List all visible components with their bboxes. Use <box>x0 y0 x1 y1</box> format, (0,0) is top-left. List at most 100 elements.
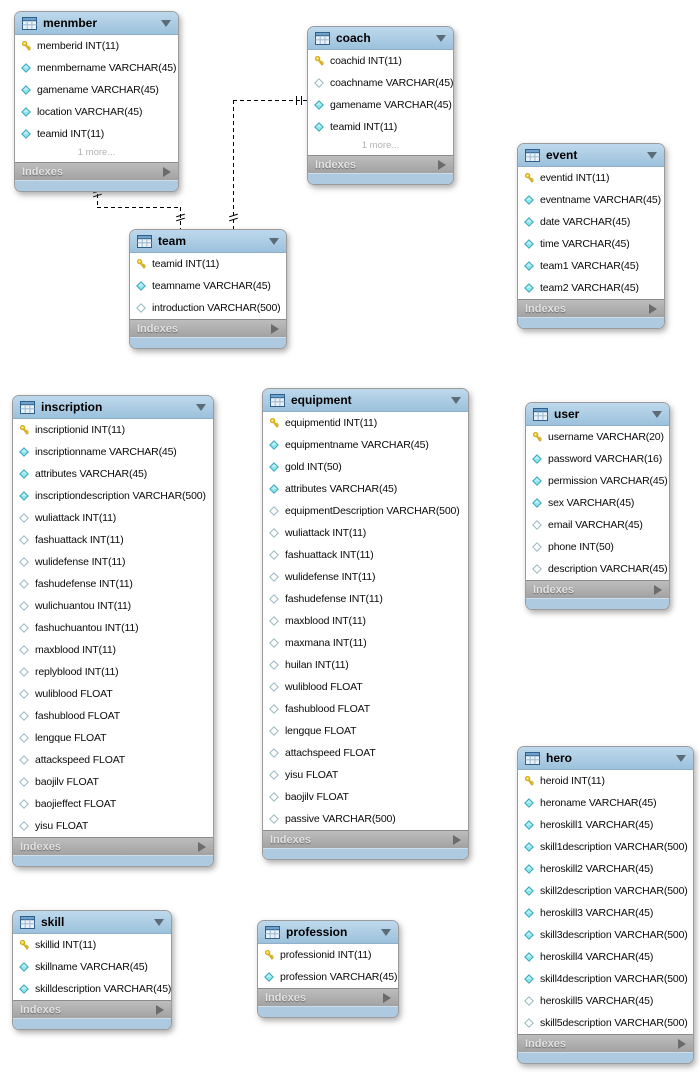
column-row[interactable]: teamid INT(11) <box>15 123 178 145</box>
indexes-bar[interactable]: Indexes <box>526 580 669 598</box>
more-columns-label[interactable]: 1 more... <box>77 147 116 158</box>
column-row[interactable]: professionid INT(11) <box>258 944 398 966</box>
indexes-bar[interactable]: Indexes <box>308 155 453 173</box>
collapse-arrow-icon[interactable] <box>676 754 686 762</box>
column-row[interactable]: attributes VARCHAR(45) <box>13 463 213 485</box>
column-row[interactable]: fashuchuantou INT(11) <box>13 617 213 639</box>
collapse-arrow-icon[interactable] <box>196 403 206 411</box>
column-row[interactable]: memberid INT(11) <box>15 35 178 57</box>
column-row[interactable]: heroskill2 VARCHAR(45) <box>518 858 693 880</box>
column-row[interactable]: eventid INT(11) <box>518 167 664 189</box>
collapse-arrow-icon[interactable] <box>161 19 171 27</box>
indexes-bar[interactable]: Indexes <box>15 162 178 180</box>
column-row[interactable]: yisu FLOAT <box>13 815 213 837</box>
column-row[interactable]: heroskill3 VARCHAR(45) <box>518 902 693 924</box>
column-row[interactable]: description VARCHAR(45) <box>526 558 669 580</box>
column-row[interactable]: skill3description VARCHAR(500) <box>518 924 693 946</box>
column-row[interactable]: fashuattack INT(11) <box>263 544 468 566</box>
collapse-arrow-icon[interactable] <box>381 928 391 936</box>
column-row[interactable]: fashuattack INT(11) <box>13 529 213 551</box>
table-header[interactable]: menmber <box>15 12 178 35</box>
column-row[interactable]: equipmentid INT(11) <box>263 412 468 434</box>
column-row[interactable]: huilan INT(11) <box>263 654 468 676</box>
expand-arrow-icon[interactable] <box>271 323 279 334</box>
column-row[interactable]: inscriptiondescription VARCHAR(500) <box>13 485 213 507</box>
collapse-arrow-icon[interactable] <box>451 396 461 404</box>
table-header[interactable]: inscription <box>13 396 213 419</box>
column-row[interactable]: inscriptionid INT(11) <box>13 419 213 441</box>
indexes-bar[interactable]: Indexes <box>518 1034 693 1052</box>
column-row[interactable]: heroskill1 VARCHAR(45) <box>518 814 693 836</box>
relationship-line-coach-team[interactable] <box>233 100 234 229</box>
column-row[interactable]: replyblood INT(11) <box>13 661 213 683</box>
column-row[interactable]: location VARCHAR(45) <box>15 101 178 123</box>
column-row[interactable]: phone INT(50) <box>526 536 669 558</box>
column-row[interactable]: teamname VARCHAR(45) <box>130 275 286 297</box>
indexes-bar[interactable]: Indexes <box>13 1000 171 1018</box>
column-row[interactable]: fashublood FLOAT <box>13 705 213 727</box>
column-row[interactable]: baojilv FLOAT <box>263 786 468 808</box>
column-row[interactable]: coachid INT(11) <box>308 50 453 72</box>
table-header[interactable]: hero <box>518 747 693 770</box>
indexes-bar[interactable]: Indexes <box>258 988 398 1006</box>
column-row[interactable]: heroid INT(11) <box>518 770 693 792</box>
column-row[interactable]: menmbername VARCHAR(45) <box>15 57 178 79</box>
table-header[interactable]: coach <box>308 27 453 50</box>
indexes-bar[interactable]: Indexes <box>130 319 286 337</box>
column-row[interactable]: wulidefense INT(11) <box>263 566 468 588</box>
column-row[interactable]: wuliattack INT(11) <box>263 522 468 544</box>
column-row[interactable]: team2 VARCHAR(45) <box>518 277 664 299</box>
column-row[interactable]: passive VARCHAR(500) <box>263 808 468 830</box>
column-row[interactable]: teamid INT(11) <box>308 116 453 138</box>
column-row[interactable]: wulidefense INT(11) <box>13 551 213 573</box>
collapse-arrow-icon[interactable] <box>647 151 657 159</box>
column-row[interactable]: profession VARCHAR(45) <box>258 966 398 988</box>
indexes-bar[interactable]: Indexes <box>13 837 213 855</box>
expand-arrow-icon[interactable] <box>163 166 171 177</box>
column-row[interactable]: heroskill4 VARCHAR(45) <box>518 946 693 968</box>
column-row[interactable]: skilldescription VARCHAR(45) <box>13 978 171 1000</box>
column-row[interactable]: username VARCHAR(20) <box>526 426 669 448</box>
table-header[interactable]: skill <box>13 911 171 934</box>
table-header[interactable]: user <box>526 403 669 426</box>
column-row[interactable]: skill2description VARCHAR(500) <box>518 880 693 902</box>
column-row[interactable]: teamid INT(11) <box>130 253 286 275</box>
column-row[interactable]: attributes VARCHAR(45) <box>263 478 468 500</box>
column-row[interactable]: heroskill5 VARCHAR(45) <box>518 990 693 1012</box>
column-row[interactable]: skill5description VARCHAR(500) <box>518 1012 693 1034</box>
column-row[interactable]: fashublood FLOAT <box>263 698 468 720</box>
relationship-line-menmber-team[interactable] <box>97 207 180 208</box>
column-row[interactable]: permission VARCHAR(45) <box>526 470 669 492</box>
column-row[interactable]: maxblood INT(11) <box>263 610 468 632</box>
column-row[interactable]: gamename VARCHAR(45) <box>308 94 453 116</box>
expand-arrow-icon[interactable] <box>383 992 391 1003</box>
table-header[interactable]: equipment <box>263 389 468 412</box>
column-row[interactable]: skill1description VARCHAR(500) <box>518 836 693 858</box>
table-header[interactable]: profession <box>258 921 398 944</box>
column-row[interactable]: wulichuantou INT(11) <box>13 595 213 617</box>
column-row[interactable]: skill4description VARCHAR(500) <box>518 968 693 990</box>
expand-arrow-icon[interactable] <box>438 159 446 170</box>
column-row[interactable]: equipmentname VARCHAR(45) <box>263 434 468 456</box>
collapse-arrow-icon[interactable] <box>154 918 164 926</box>
column-row[interactable]: maxblood INT(11) <box>13 639 213 661</box>
column-row[interactable]: gold INT(50) <box>263 456 468 478</box>
expand-arrow-icon[interactable] <box>198 841 206 852</box>
expand-arrow-icon[interactable] <box>156 1004 164 1015</box>
column-row[interactable]: fashudefense INT(11) <box>13 573 213 595</box>
column-row[interactable]: team1 VARCHAR(45) <box>518 255 664 277</box>
column-row[interactable]: heroname VARCHAR(45) <box>518 792 693 814</box>
column-row[interactable]: introduction VARCHAR(500) <box>130 297 286 319</box>
column-row[interactable]: inscriptionname VARCHAR(45) <box>13 441 213 463</box>
indexes-bar[interactable]: Indexes <box>263 830 468 848</box>
table-header[interactable]: team <box>130 230 286 253</box>
